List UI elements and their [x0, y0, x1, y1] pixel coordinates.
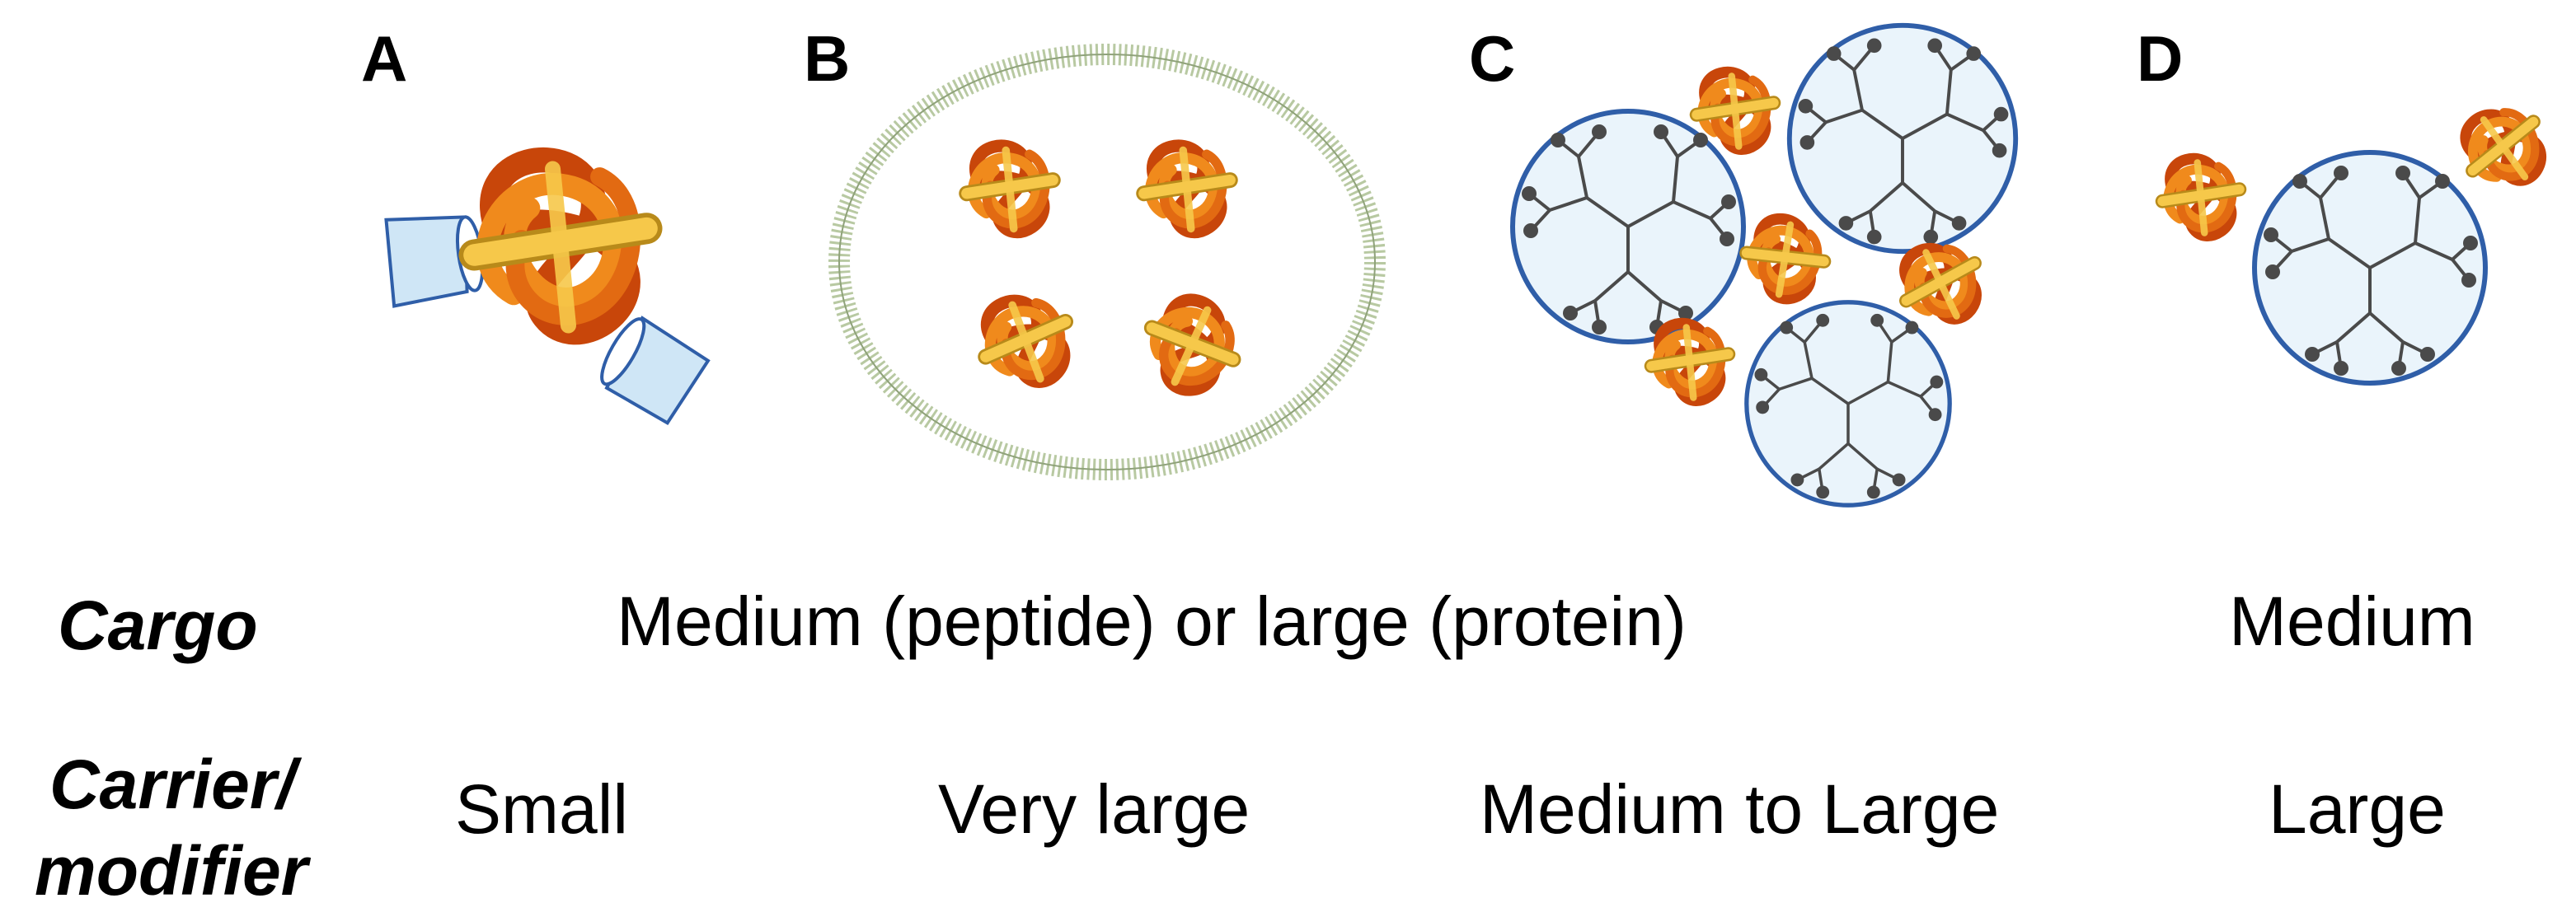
panel-a-illustration: [384, 160, 711, 425]
carrier-value-c: Medium to Large: [1480, 770, 2000, 848]
carrier-value-d: Large: [2269, 770, 2446, 848]
panel-c-illustration: [1513, 26, 2015, 505]
cargo-shared-value: Medium (peptide) or large (protein): [617, 582, 1687, 660]
cup-right: [600, 316, 711, 425]
carrier-value-a: Small: [455, 770, 629, 848]
protein-c1: [1696, 73, 1774, 150]
protein-a: [475, 160, 647, 332]
carrier-row-label-line1: Carrier/: [49, 746, 296, 823]
panel-d-illustration: [2162, 96, 2556, 383]
panel-label-c: C: [1469, 22, 1516, 95]
dendrimer-c2: [1790, 26, 2015, 251]
dendrimer-c1: [1513, 111, 1743, 342]
dendrimer-c3: [1747, 302, 1950, 505]
cargo-row-label: Cargo: [58, 587, 258, 664]
cup-left: [384, 215, 485, 308]
panel-label-d: D: [2137, 22, 2184, 95]
protein-c4: [1651, 324, 1729, 401]
carrier-value-b: Very large: [938, 770, 1250, 848]
liposome: [828, 44, 1386, 480]
dendrimer-d: [2255, 152, 2485, 383]
cargo-d-value: Medium: [2229, 582, 2475, 660]
protein-d2: [2452, 96, 2557, 201]
panel-label-a: A: [361, 22, 408, 95]
protein-d1: [2162, 159, 2240, 236]
carrier-row-label-line2: modifier: [35, 832, 308, 910]
panel-b-illustration: [828, 44, 1386, 480]
panel-label-b: B: [804, 22, 851, 95]
protein-c2: [1738, 212, 1832, 306]
